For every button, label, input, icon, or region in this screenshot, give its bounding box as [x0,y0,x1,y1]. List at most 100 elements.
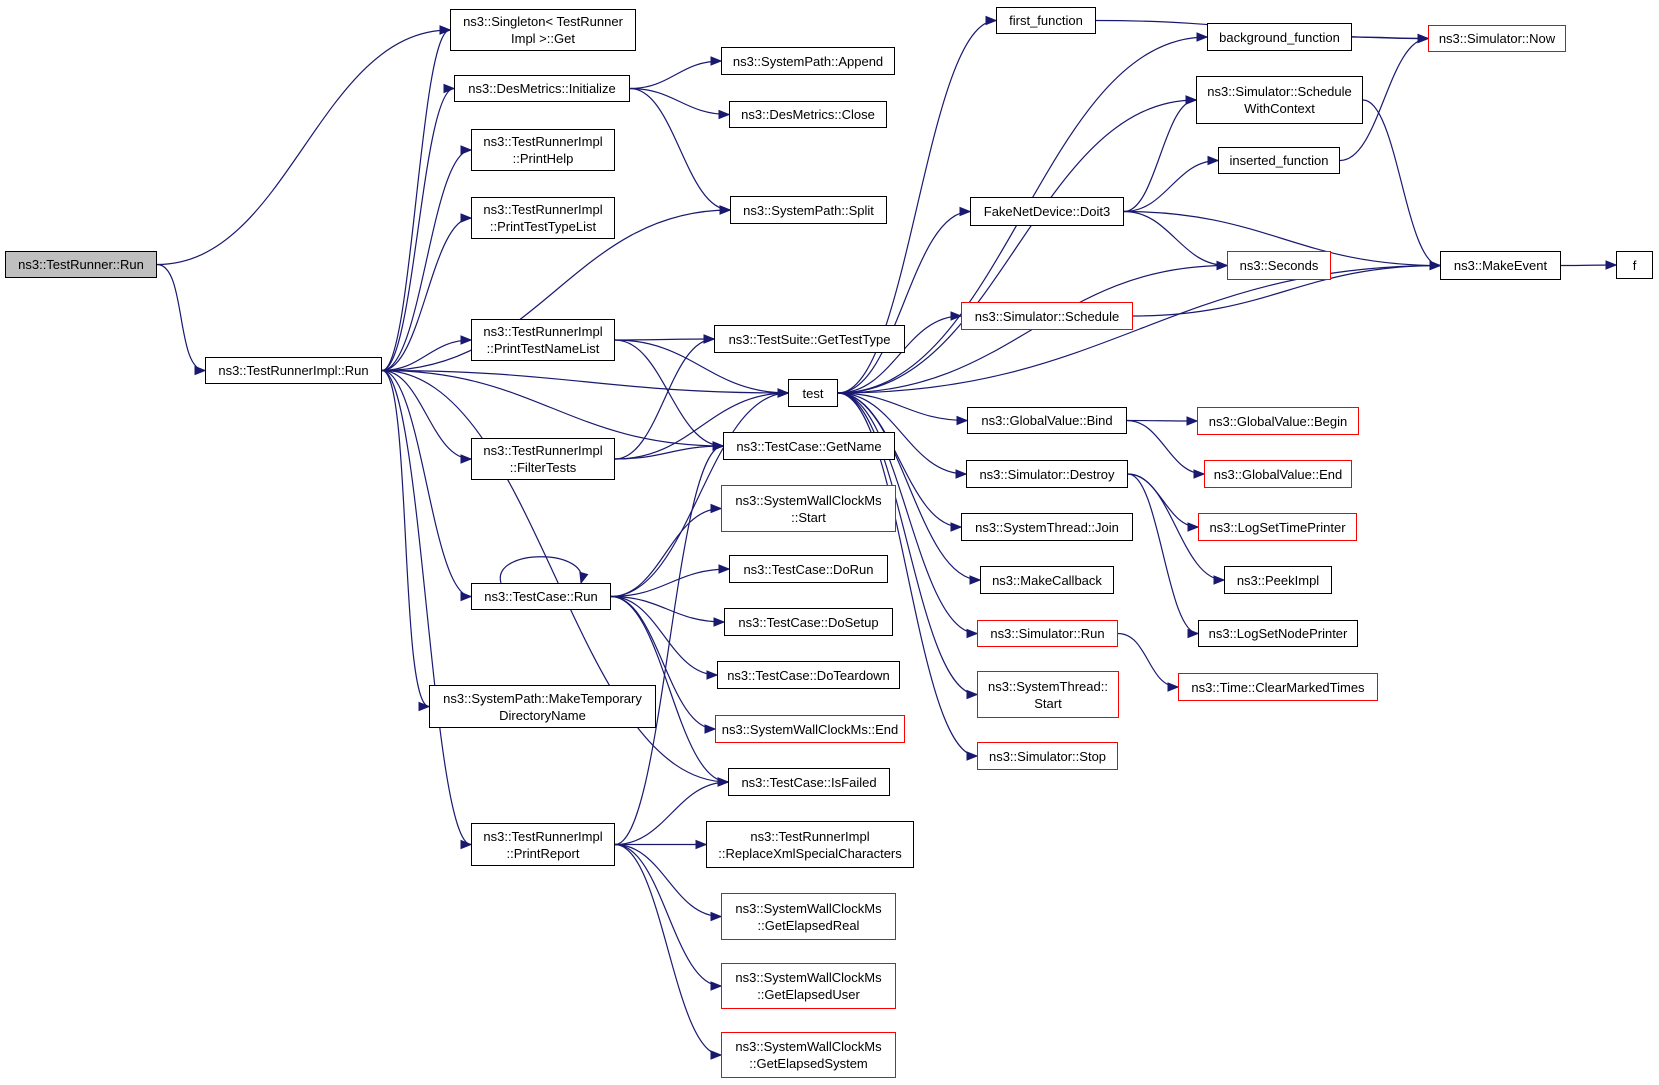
node-label-line: WithContext [1244,101,1315,116]
edge-arrowhead [703,334,716,344]
node-globalvalue-begin[interactable]: ns3::GlobalValue::Begin [1197,407,1359,435]
node-label-line: ns3::TestCase::IsFailed [741,774,877,790]
edge-arrowhead [1167,682,1180,692]
node-peekimpl[interactable]: ns3::PeekImpl [1224,566,1332,594]
node-label-line: ns3::SystemWallClockMs [735,900,882,916]
node-label-line: ns3::DesMetrics::Close [741,107,875,122]
node-replacexml[interactable]: ns3::TestRunnerImpl::ReplaceXmlSpecialCh… [706,821,914,868]
edge-test-to-systemthread-start [837,392,979,700]
node-makeevent[interactable]: ns3::MakeEvent [1440,251,1561,280]
node-label-line: inserted_function [1229,153,1329,168]
node-desmetrics-close[interactable]: ns3::DesMetrics::Close [729,101,887,128]
edge-arrowhead [710,56,723,66]
edge-arrowhead [713,617,726,627]
edge-desmetrics-initialize-to-systempath-split [629,87,732,215]
edge-line [614,445,724,846]
node-logsettimeprinter[interactable]: ns3::LogSetTimePrinter [1198,513,1357,541]
node-label-line: ns3::TestRunnerImpl [750,828,870,844]
node-dosetup[interactable]: ns3::TestCase::DoSetup [724,608,893,636]
node-printtestnamelist[interactable]: ns3::TestRunnerImpl::PrintTestNameList [471,319,615,361]
node-getelapsedreal[interactable]: ns3::SystemWallClockMs::GetElapsedReal [721,893,896,940]
node-getelapseduser[interactable]: ns3::SystemWallClockMs::GetElapsedUser [721,963,896,1009]
node-logsetnodeprinter[interactable]: ns3::LogSetNodePrinter [1198,620,1358,647]
node-inserted-function[interactable]: inserted_function [1218,147,1340,174]
node-printreport[interactable]: ns3::TestRunnerImpl::PrintReport [471,823,615,866]
node-label-line: Impl >::Get [511,31,575,46]
edge-line [629,60,722,90]
node-systempath-split[interactable]: ns3::SystemPath::Split [730,196,887,224]
node-simulator-run[interactable]: ns3::Simulator::Run [977,620,1118,647]
node-makecallback[interactable]: ns3::MakeCallback [980,566,1114,594]
node-gettesttype[interactable]: ns3::TestSuite::GetTestType [714,325,905,353]
node-label-line: ns3::SystemPath::Append [732,53,884,69]
edge-line [1123,210,1228,267]
node-getelapsedsystem[interactable]: ns3::SystemWallClockMs::GetElapsedSystem [721,1032,896,1078]
node-testcase-run[interactable]: ns3::TestCase::Run [471,583,611,610]
node-label-line: ns3::TestRunnerImpl::Run [218,363,369,378]
edge-test-to-globalvalue-bind [837,392,969,426]
edge-arrowhead [418,701,431,712]
node-systemthread-start[interactable]: ns3::SystemThread::Start [977,671,1119,718]
edge-line [629,87,730,116]
edge-arrowhead [1605,260,1618,270]
edge-test-to-simulator-schedule [837,311,963,394]
edge-arrowhead [712,441,725,451]
node-doteardown[interactable]: ns3::TestCase::DoTeardown [717,661,900,689]
node-desmetrics-initialize[interactable]: ns3::DesMetrics::Initialize [454,75,630,102]
node-simulator-schedule[interactable]: ns3::Simulator::Schedule [961,302,1133,330]
node-label-line: f [1632,257,1637,273]
node-globalvalue-end[interactable]: ns3::GlobalValue::End [1204,460,1352,488]
node-wallclock-end[interactable]: ns3::SystemWallClockMs::End [715,715,905,743]
node-label-line: ns3::SystemPath::Split [743,202,874,218]
edge-doit3-to-seconds [1123,210,1229,271]
edge-printreport-to-getelapsedsystem [614,843,723,1060]
node-f[interactable]: f [1616,251,1653,279]
edge-line [1123,210,1441,267]
node-filtertests[interactable]: ns3::TestRunnerImpl::FilterTests [471,438,615,480]
node-background-function[interactable]: background_function [1207,23,1352,51]
node-testrunnerimpl-run[interactable]: ns3::TestRunnerImpl::Run [205,357,382,384]
node-first-function[interactable]: first_function [996,7,1096,34]
node-test[interactable]: test [788,379,838,407]
node-simulator-now[interactable]: ns3::Simulator::Now [1428,25,1566,52]
edge-simulator-destroy-to-peekimpl [1127,473,1226,585]
node-printtesttypelist[interactable]: ns3::TestRunnerImpl::PrintTestTypeList [471,197,615,239]
edge-line [1339,37,1429,162]
edge-arrowhead [955,469,968,479]
edge-arrowhead [1187,522,1200,532]
edge-arrowhead [985,15,998,26]
node-isfailed[interactable]: ns3::TestCase::IsFailed [728,768,890,796]
node-label-line: ::PrintTestTypeList [489,219,597,234]
edge-globalvalue-bind-to-globalvalue-begin [1126,416,1199,426]
node-systemthread-join[interactable]: ns3::SystemThread::Join [961,513,1133,541]
node-simulator-destroy[interactable]: ns3::Simulator::Destroy [966,460,1128,488]
edge-globalvalue-bind-to-globalvalue-end [1126,419,1206,479]
node-getname[interactable]: ns3::TestCase::GetName [723,432,895,460]
node-label-line: ns3::Simulator::Schedule [1207,84,1352,99]
node-label-line: ns3::LogSetTimePrinter [1209,519,1346,535]
edge-line [381,369,724,447]
edge-line [156,29,451,266]
edge-line [381,339,472,372]
node-label-line: ns3::DesMetrics::Initialize [468,81,616,96]
node-label-line: DirectoryName [499,707,586,723]
edge-arrowhead [1186,416,1199,426]
node-clearmarkedtimes[interactable]: ns3::Time::ClearMarkedTimes [1178,673,1378,701]
edge-line [614,339,789,394]
edge-line [837,392,981,581]
edge-arrowhead [460,335,473,345]
node-simulator-stop[interactable]: ns3::Simulator::Stop [977,742,1118,770]
node-globalvalue-bind[interactable]: ns3::GlobalValue::Bind [967,407,1127,434]
edge-arrowhead [460,454,473,464]
node-printhelp[interactable]: ns3::TestRunnerImpl::PrintHelp [471,129,615,171]
node-seconds[interactable]: ns3::Seconds [1227,251,1331,280]
node-systempath-append[interactable]: ns3::SystemPath::Append [721,47,895,75]
node-label-line: ns3::SystemWallClockMs::End [721,721,899,737]
node-doit3[interactable]: FakeNetDevice::Doit3 [970,197,1124,226]
node-wallclock-start[interactable]: ns3::SystemWallClockMs::Start [721,485,896,532]
node-dorun[interactable]: ns3::TestCase::DoRun [729,555,888,583]
edge-testrunnerimpl-run-to-filtertests [381,369,473,464]
